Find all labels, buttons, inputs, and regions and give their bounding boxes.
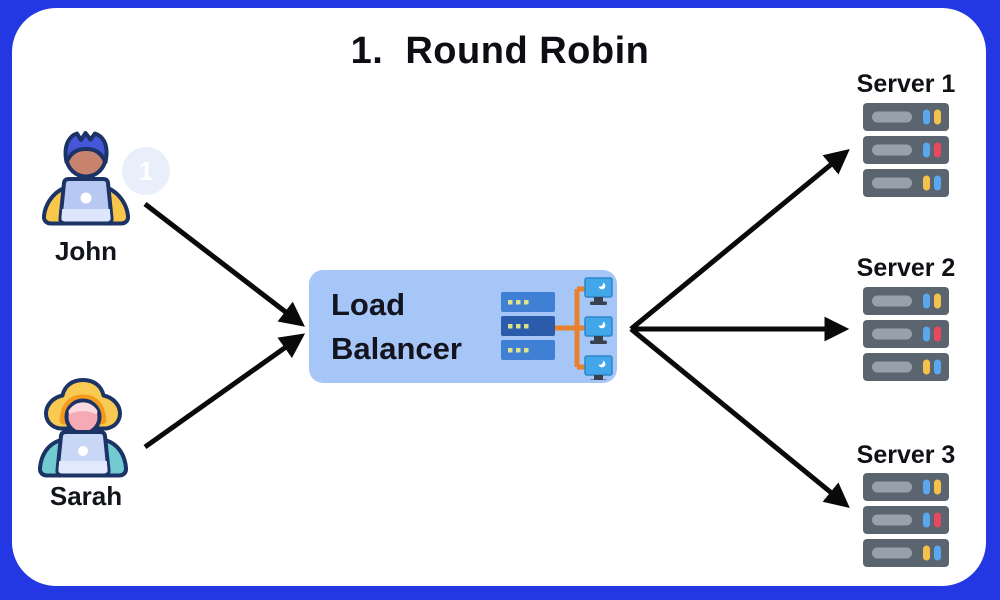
server1-rack-icon — [863, 103, 949, 197]
server3-rack-icon — [863, 473, 949, 567]
sarah-avatar-icon — [37, 378, 129, 478]
server2-rack-icon — [863, 287, 949, 381]
load-balancer-box: Load Balancer — [309, 270, 617, 383]
load-balancer-label: Load Balancer — [331, 287, 462, 366]
server1-label: Server 1 — [856, 70, 956, 98]
server3-label: Server 3 — [856, 441, 956, 469]
john-avatar-icon — [41, 131, 131, 226]
title-text: Round Robin — [405, 30, 650, 72]
load-balancer-icon — [501, 277, 613, 380]
request-count-badge: 1 — [122, 147, 170, 195]
page-title: 1. Round Robin — [0, 30, 1000, 73]
user-name-john: John — [54, 236, 118, 266]
title-number: 1. — [350, 30, 384, 72]
user-name-sarah: Sarah — [49, 481, 123, 511]
server2-label: Server 2 — [856, 254, 956, 282]
